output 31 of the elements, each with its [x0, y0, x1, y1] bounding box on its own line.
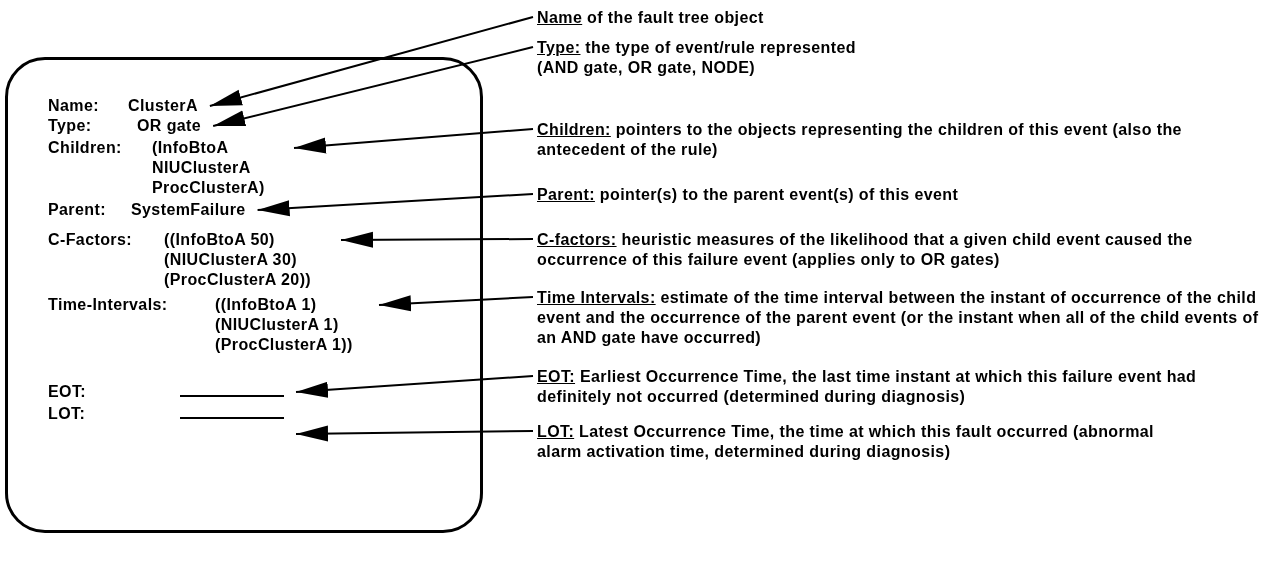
annotation-text: EOT: Earliest Occurrence Time, the last time instant at which this failure event had definitely not occurred (determined during diagnosis) — [537, 367, 1273, 407]
field-label: Time-Intervals: — [48, 295, 169, 315]
annotation-text: Time Intervals: estimate of the time interval between the instant of occurrence of the child event and the occurrence of the parent event (or the instant when all of the child events of an AND gate have occurred) — [537, 288, 1273, 348]
arrow — [378, 295, 534, 312]
annotation-text: Parent: pointer(s) to the parent event(s) of this event — [537, 185, 1273, 205]
field-value: ((InfoBtoA 1) (NIUClusterA 1) (ProcClusterA 1)) — [215, 295, 354, 355]
field-label: Type: — [48, 116, 93, 136]
arrow — [208, 16, 534, 107]
field-label: LOT: — [48, 404, 87, 424]
field-label: Name: — [48, 96, 100, 116]
annotation-text: LOT: Latest Occurrence Time, the time at which this fault occurred (abnormal alarm activation time, determined during diagnosis) — [537, 422, 1157, 462]
arrow — [212, 46, 534, 127]
field-label: C-Factors: — [48, 230, 133, 250]
field-value: ClusterA — [128, 96, 198, 116]
annotation-text: Children: pointers to the objects representing the children of this event (also the antecedent of the rule) — [537, 120, 1273, 160]
arrow — [293, 128, 534, 154]
field-value: OR gate — [137, 116, 202, 136]
field-value: SystemFailure — [131, 200, 246, 220]
annotation-text: Type: the type of event/rule represented (AND gate, OR gate, NODE) — [537, 38, 877, 78]
field-label: EOT: — [48, 382, 88, 402]
field-value: (InfoBtoA NIUClusterA ProcClusterA) — [152, 138, 266, 198]
field-value: ((InfoBtoA 50) (NIUClusterA 30) (ProcClusterA 20)) — [164, 230, 313, 290]
arrow — [295, 425, 534, 442]
arrow — [256, 193, 534, 217]
field-label: Parent: — [48, 200, 107, 220]
record-box — [5, 57, 483, 533]
arrow — [295, 375, 534, 398]
field-label: Children: — [48, 138, 123, 158]
arrow — [340, 231, 534, 248]
annotation-text: Name of the fault tree object — [537, 8, 1237, 28]
annotation-text: C-factors: heuristic measures of the likelihood that a given child event caused the occurrence of this failure event (applies only to OR gates) — [537, 230, 1273, 270]
